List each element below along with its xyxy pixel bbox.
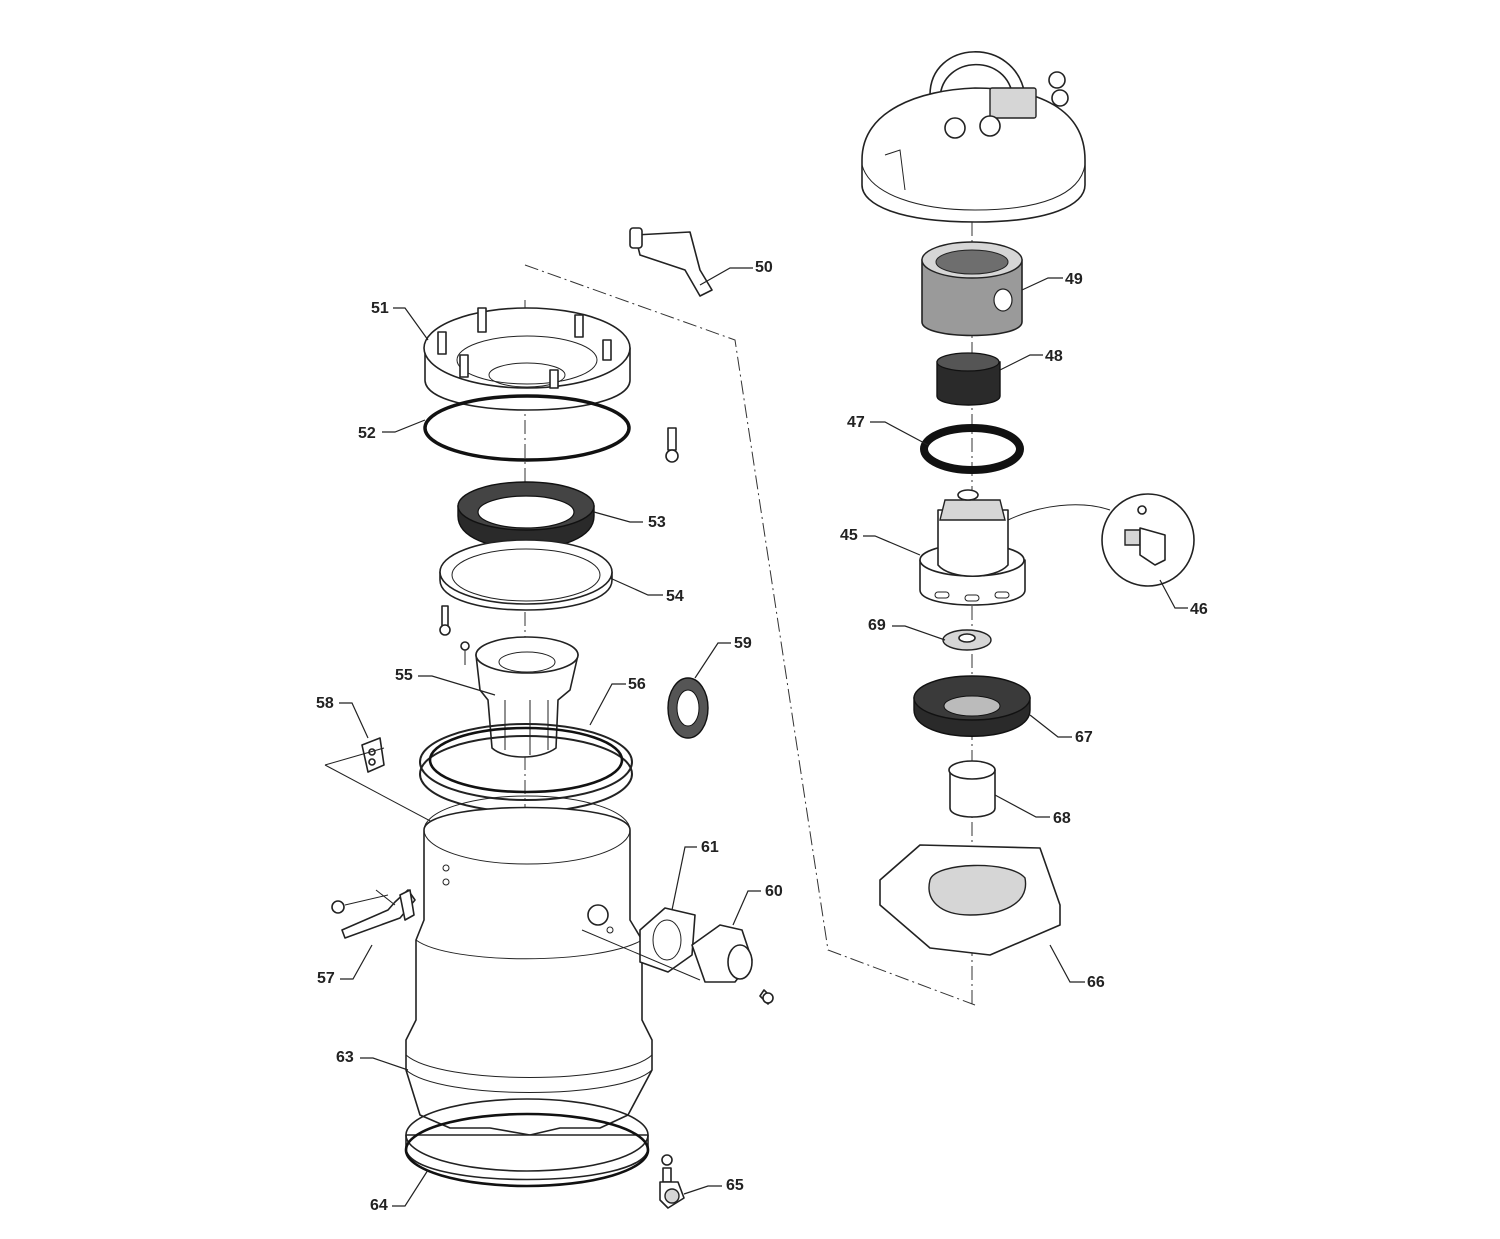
label-52: 52 — [358, 425, 376, 442]
part-47-seal-ring — [920, 424, 1024, 474]
label-48: 48 — [1045, 348, 1063, 365]
part-54-support-ring — [439, 539, 613, 636]
label-45: 45 — [840, 527, 858, 544]
part-59-flange — [667, 677, 709, 739]
part-52-o-ring — [423, 394, 679, 463]
label-64: 64 — [370, 1197, 388, 1214]
label-61: 61 — [701, 839, 719, 856]
part-60-inlet — [581, 924, 774, 1005]
label-55: 55 — [395, 667, 413, 684]
part-51-top-ring — [423, 307, 631, 411]
part-45-motor — [919, 489, 1111, 606]
part-50-latch — [629, 227, 713, 297]
part-46-brush-detail — [1101, 493, 1195, 587]
label-67: 67 — [1075, 729, 1093, 746]
label-63: 63 — [336, 1049, 354, 1066]
label-65: 65 — [726, 1177, 744, 1194]
part-labels: 45 46 47 48 49 50 51 52 53 54 55 56 57 5… — [316, 259, 1208, 1214]
label-66: 66 — [1087, 974, 1105, 991]
label-57: 57 — [317, 970, 335, 987]
label-69: 69 — [868, 617, 886, 634]
label-49: 49 — [1065, 271, 1083, 288]
part-49-shroud — [921, 241, 1023, 337]
part-57-side-latch — [331, 889, 416, 939]
part-48-bushing — [936, 352, 1001, 406]
part-68-cup — [948, 760, 996, 818]
label-56: 56 — [628, 676, 646, 693]
part-69-washer — [942, 629, 992, 651]
part-63-container — [405, 795, 653, 1136]
part-64-bottom-ring — [404, 1098, 650, 1188]
part-61-gasket-plate — [639, 907, 696, 973]
part-67-gasket — [913, 675, 1031, 737]
leader-lines — [339, 267, 1188, 1207]
label-59: 59 — [734, 635, 752, 652]
label-53: 53 — [648, 514, 666, 531]
label-50: 50 — [755, 259, 773, 276]
part-55-filter-cage — [460, 636, 579, 758]
label-46: 46 — [1190, 601, 1208, 618]
part-65-caster — [659, 1154, 685, 1209]
label-68: 68 — [1053, 810, 1071, 827]
label-47: 47 — [847, 414, 865, 431]
label-51: 51 — [371, 300, 389, 317]
label-60: 60 — [765, 883, 783, 900]
label-54: 54 — [666, 588, 684, 605]
part-66-base-plate — [879, 844, 1061, 956]
part-53-filter-gasket — [457, 481, 595, 550]
label-58: 58 — [316, 695, 334, 712]
top-cover — [861, 51, 1086, 223]
